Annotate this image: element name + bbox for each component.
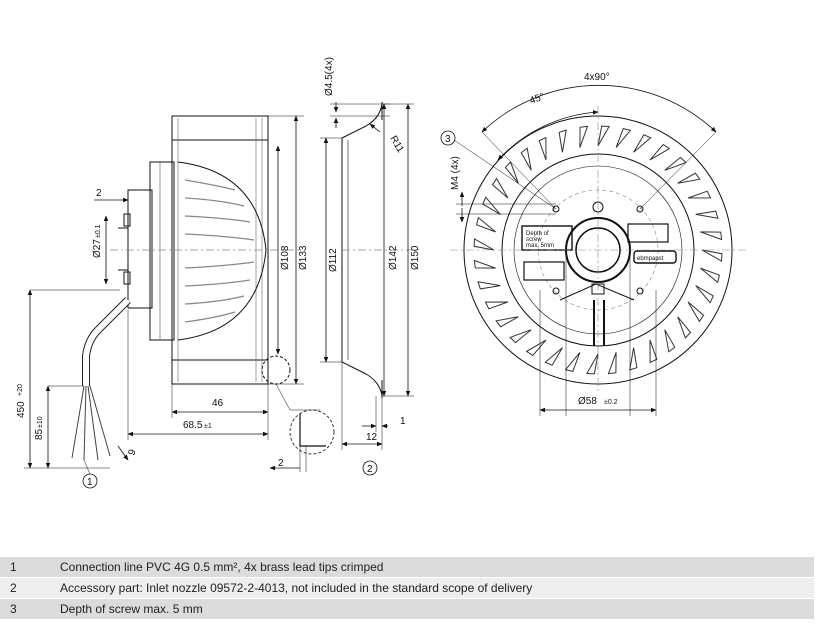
callout-1-label: 1 (87, 477, 93, 488)
blade (687, 190, 712, 199)
dim-dia-133: Ø133 (298, 245, 309, 270)
dim-radius: R11 (387, 134, 406, 155)
dim-motor-depth: 46 (212, 398, 224, 409)
rotor-dome (177, 161, 267, 341)
legend-text: Accessory part: Inlet nozzle 09572-2-401… (50, 577, 814, 599)
dim-cable-strip-tol: ±10 (37, 416, 44, 428)
nozzle-view-dimensions (320, 102, 414, 476)
side-view (71, 115, 300, 461)
blade (597, 125, 610, 147)
dim-inlet-dia-tol: ±0.2 (604, 399, 618, 406)
blade (482, 196, 501, 215)
technical-drawing: 450 +20 85 ±10 Ø27 ±0.1 2 46 68.5 ±1 9 Ø… (16, 57, 748, 489)
callout-3-circle (440, 130, 456, 146)
blade (695, 285, 714, 304)
dim-dia-108: Ø108 (280, 245, 291, 270)
motor-shaft (127, 189, 153, 309)
nozzle-profile (341, 102, 383, 397)
cable-exit (593, 300, 605, 346)
blade (649, 339, 658, 364)
dim-angle: 45° (528, 91, 546, 107)
dim-dia-112: Ø112 (328, 248, 339, 272)
blade (700, 267, 720, 284)
dim-inlet-dia: Ø58 (578, 396, 597, 407)
blade (558, 129, 567, 153)
blade (525, 339, 547, 357)
blade (484, 301, 509, 310)
blade (477, 281, 501, 290)
blade (700, 231, 723, 241)
depth-label-line1: Depth of (526, 231, 549, 237)
blade (664, 329, 676, 353)
legend-number: 2 (0, 577, 50, 599)
dim-cable-length-tol: +20 (17, 384, 24, 396)
depth-label-line3: max. 5mm (526, 243, 554, 249)
legend-text: Connection line PVC 4G 0.5 mm², 4x brass… (50, 556, 814, 578)
blade (615, 128, 632, 148)
blade (473, 238, 495, 251)
dim-flange-step: 2 (96, 188, 102, 199)
blade (579, 125, 589, 148)
dim-rotor-hub: Ø27 (92, 239, 103, 258)
blade (695, 210, 719, 219)
callout-2-label: 2 (367, 464, 373, 475)
blade (473, 259, 496, 269)
dim-detail-step: 2 (278, 458, 284, 469)
dim-overall-depth-tol: ±1 (204, 423, 212, 430)
blade (564, 352, 581, 372)
dim-width: 12 (366, 432, 378, 443)
dim-pattern: 4x90° (584, 72, 610, 83)
blade (687, 301, 705, 323)
front-view-labels: 4x90° 45° M4 (4x) Ø58 ±0.2 Depth of scre… (445, 72, 664, 407)
cable-wires (71, 385, 111, 461)
blade (664, 156, 687, 171)
blade (629, 347, 638, 371)
side-view-dimensions (24, 115, 335, 489)
dim-thread: M4 (4x) (450, 156, 461, 190)
blade (607, 352, 617, 375)
callout-3-label: 3 (445, 134, 451, 145)
blade (538, 136, 547, 161)
impeller-body (171, 115, 269, 385)
depth-label-line2: screw (526, 237, 542, 243)
legend-text: Depth of screw max. 5 mm (50, 598, 814, 619)
dim-rotor-hub-tol: ±0.1 (95, 224, 102, 238)
blade (544, 347, 563, 366)
dim-lip: 1 (400, 416, 406, 427)
blade (476, 216, 496, 233)
nozzle-view-labels: Ø4.5(4x) R11 Ø112 Ø142 Ø150 12 1 2 (324, 57, 421, 475)
rotation-label-box (633, 250, 677, 264)
blade (491, 177, 509, 199)
rotor-ribs (184, 179, 255, 323)
dim-dia-150: Ø150 (410, 245, 421, 270)
blade (504, 161, 519, 184)
blade (586, 353, 599, 375)
front-view-dimensions (440, 84, 717, 416)
blade (677, 316, 692, 339)
legend-number: 3 (0, 598, 50, 619)
blade (495, 316, 519, 328)
blade (701, 249, 723, 262)
front-view (450, 106, 748, 394)
blade (677, 172, 701, 184)
dim-cable-length: 450 (16, 401, 27, 418)
dim-lead-tip: 9 (126, 448, 138, 457)
side-view-labels: 450 +20 85 ±10 Ø27 ±0.1 2 46 68.5 ±1 9 Ø… (16, 188, 309, 488)
blade (649, 143, 671, 161)
blade (520, 147, 532, 171)
rotation-label: ebmpapst (637, 256, 664, 262)
dim-cable-strip: 85 (34, 428, 45, 440)
blade (633, 134, 652, 153)
callout-2-circle (362, 460, 378, 476)
dim-hole-dia: Ø4.5(4x) (324, 57, 335, 96)
dim-overall-depth: 68.5 (183, 420, 203, 431)
blade (509, 329, 532, 344)
motor-flange (149, 161, 175, 341)
dim-dia-142: Ø142 (388, 245, 399, 270)
legend-number: 1 (0, 556, 50, 578)
